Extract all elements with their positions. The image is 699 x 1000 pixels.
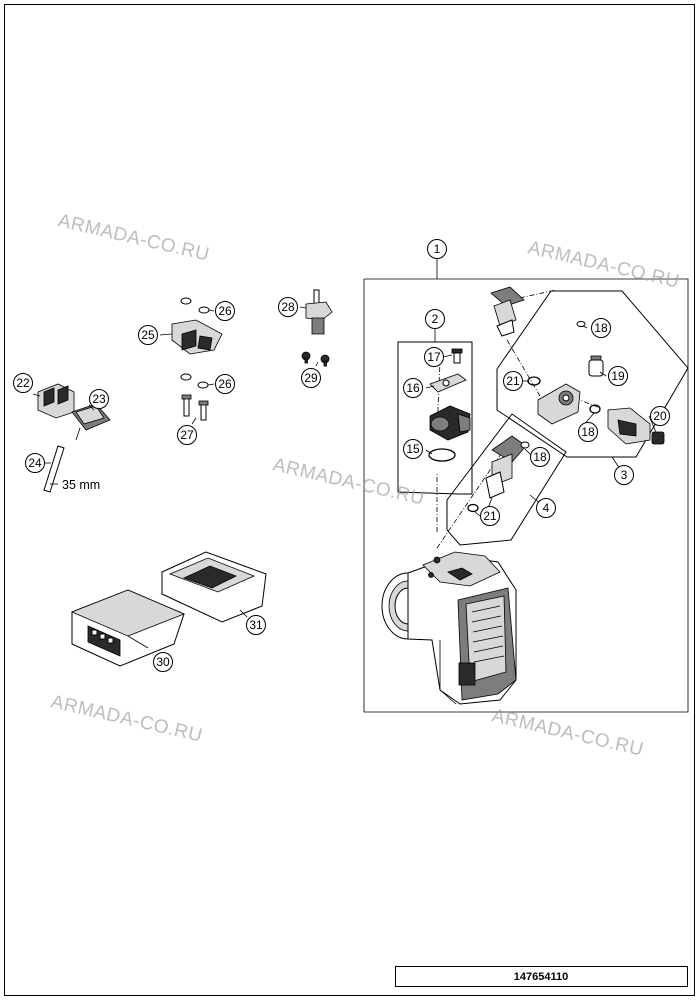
callout-4: 4 [536,498,556,518]
watermark-5: ARMADA-CO.RU [490,705,646,760]
svg-text:18: 18 [581,425,595,439]
part-28-map-sensor [305,289,333,335]
svg-text:15: 15 [406,442,420,456]
callout-2: 2 [425,309,445,329]
part-30-ecu [70,589,186,667]
svg-text:18: 18 [533,450,547,464]
watermark-1: ARMADA-CO.RU [56,210,212,265]
part-26-washers-top [180,297,210,314]
callout-22: 22 [13,373,33,393]
part-20-cap [651,431,665,445]
svg-text:29: 29 [304,371,318,385]
part-18-seal-c [520,441,530,449]
part-17-screw [451,348,463,364]
part-15-o-ring [428,448,456,462]
callout-15: 15 [403,439,423,459]
svg-text:30: 30 [156,655,170,669]
svg-text:4: 4 [543,501,550,515]
svg-text:17: 17 [427,350,441,364]
callout-25: 25 [138,325,158,345]
part-21-ring-a [527,376,541,386]
svg-text:25: 25 [141,328,155,342]
part-25-sensor-bracket [171,319,223,355]
part-22-relay-connector [37,383,75,419]
fuel-pressure-sensor [607,407,651,445]
group-1-box [363,278,689,713]
part-23-sensor [71,403,111,441]
callout-20: 20 [650,406,670,426]
callout-24: 24 [25,453,45,473]
svg-text:27: 27 [180,428,194,442]
svg-text:28: 28 [281,300,295,314]
svg-text:20: 20 [653,409,667,423]
callout-26-a: 26 [215,301,235,321]
document-code: 147654110 [514,971,568,983]
svg-text:3: 3 [621,468,628,482]
callout-29: 29 [301,368,321,388]
part-26-washers-bottom [180,373,209,389]
fuel-injector-lower [485,435,527,509]
watermark-3: ARMADA-CO.RU [271,454,427,509]
part-24-hose [43,445,65,493]
callout-1: 1 [427,239,447,259]
svg-text:24: 24 [28,456,42,470]
part-19-pin [588,355,604,377]
svg-text:19: 19 [611,369,625,383]
callout-19: 19 [608,366,628,386]
callout-31: 31 [246,615,266,635]
leader-lines [32,258,657,649]
part-31-ecu-holder [161,551,267,623]
axis-line-upper-2 [506,339,541,397]
callout-30: 30 [153,652,173,672]
svg-text:26: 26 [218,377,232,391]
callout-3: 3 [614,465,634,485]
part-18-seal-b [589,404,601,414]
callout-17: 17 [424,347,444,367]
callout-28: 28 [278,297,298,317]
svg-text:21: 21 [506,374,520,388]
callout-18-b: 18 [578,422,598,442]
part-16-bracket [429,373,467,393]
callout-18-c: 18 [530,447,550,467]
callout-16: 16 [403,378,423,398]
document-code-box [395,966,688,987]
throttle-position-sensor [429,405,471,441]
svg-text:23: 23 [92,392,106,406]
svg-text:1: 1 [434,242,441,256]
callout-21-a: 21 [503,371,523,391]
group-2-box [397,341,473,495]
svg-text:18: 18 [594,321,608,335]
svg-text:2: 2 [432,312,439,326]
part-27-bolts [181,394,209,421]
callout-21-b: 21 [480,506,500,526]
callout-27: 27 [177,425,197,445]
group-4-box [446,413,567,546]
throttle-body [381,551,517,705]
callout-23: 23 [89,389,109,409]
watermark-4: ARMADA-CO.RU [49,691,205,746]
part-18-seal-a [576,321,586,327]
callout-18-a: 18 [591,318,611,338]
svg-text:26: 26 [218,304,232,318]
part-29-screws [301,351,330,367]
svg-text:16: 16 [406,381,420,395]
svg-text:21: 21 [483,509,497,523]
watermark-2: ARMADA-CO.RU [526,237,682,292]
hose-length-label: 35 mm [62,478,100,492]
fuel-injector-upper [490,286,525,337]
svg-text:31: 31 [249,618,263,632]
part-21-ring-b [467,503,479,513]
page-frame [4,4,695,996]
fuel-rail-connector [537,383,581,425]
svg-text:22: 22 [16,376,30,390]
callout-26-b: 26 [215,374,235,394]
